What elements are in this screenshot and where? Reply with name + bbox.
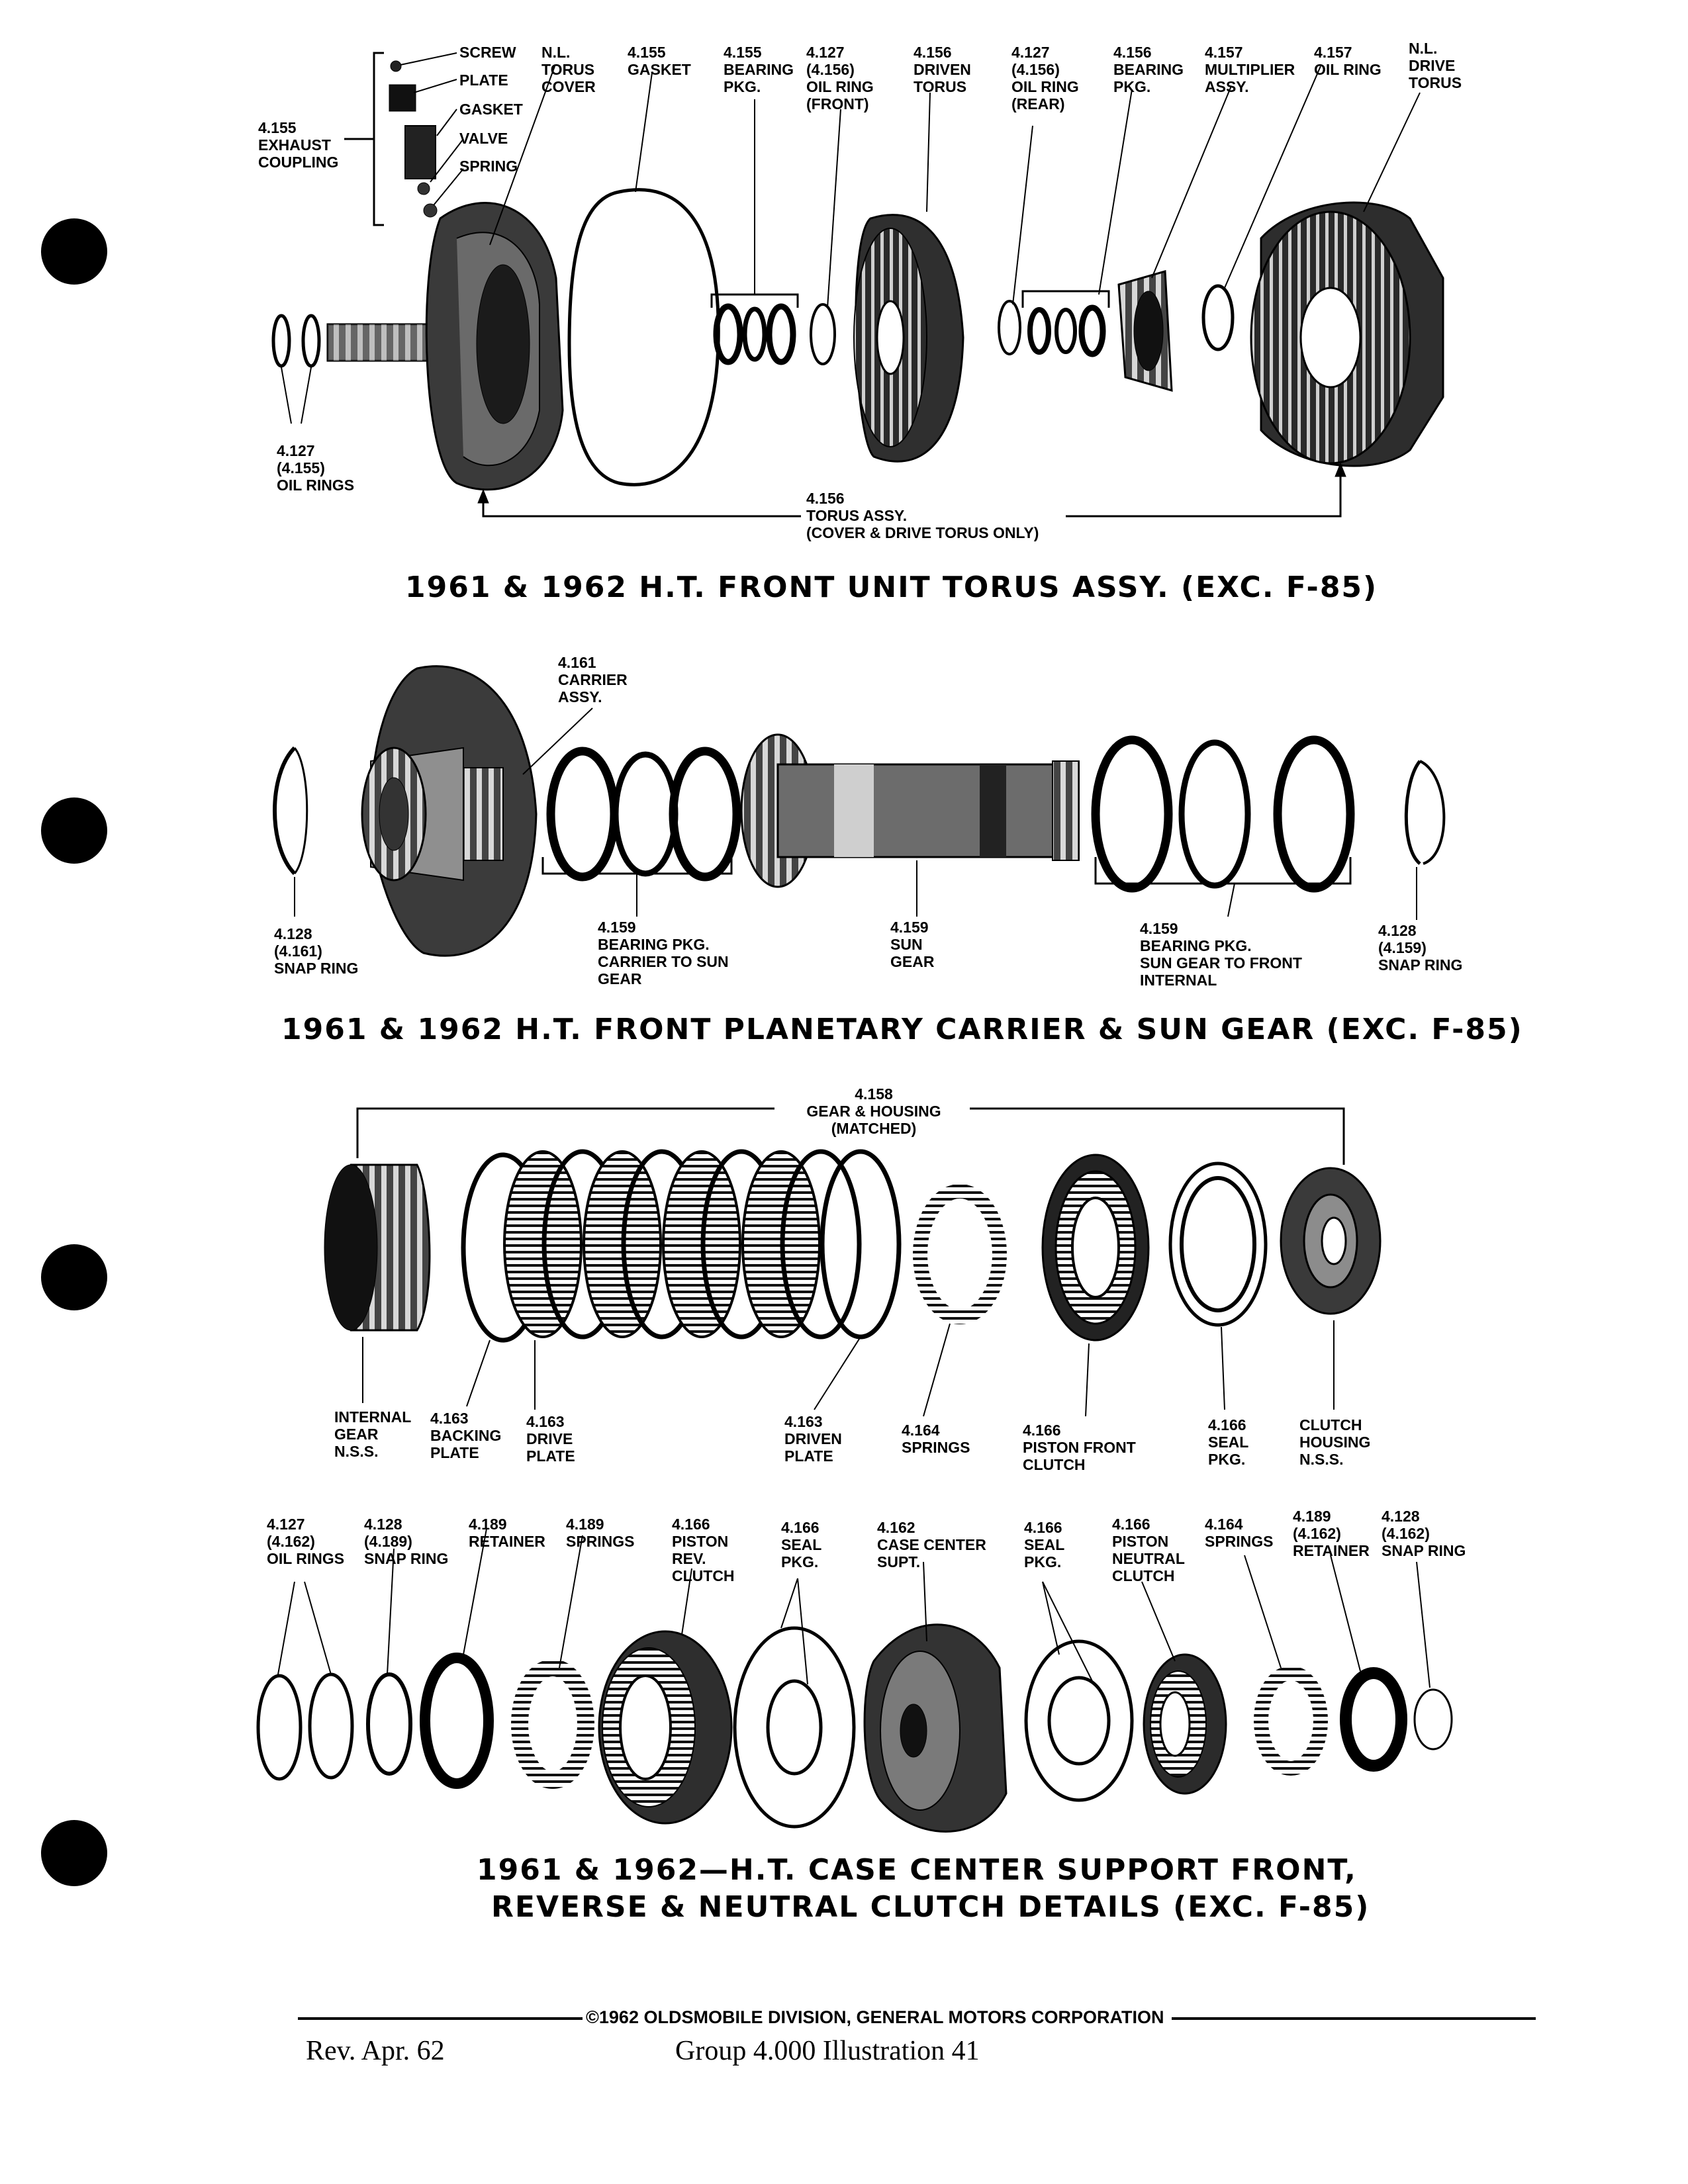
label-snap-ring-left: 4.128(4.161)SNAP RING [274, 925, 359, 977]
label-plate: PLATE [459, 71, 508, 89]
label-oil-ring-front: 4.127(4.156)OIL RING(FRONT) [806, 44, 874, 113]
label-oil-rings-4127: 4.127(4.162)OIL RINGS [267, 1516, 345, 1567]
section3-title-line2: REVERSE & NEUTRAL CLUTCH DETAILS (EXC. F… [491, 1890, 1370, 1924]
label-gasket-small: GASKET [459, 101, 523, 118]
label-oil-rings: 4.127(4.155)OIL RINGS [277, 442, 355, 494]
label-valve: VALVE [459, 130, 508, 147]
section3-lower-drawing [256, 1528, 1453, 1833]
binder-hole [41, 1820, 107, 1886]
binder-hole [41, 1244, 107, 1310]
revision-date: Rev. Apr. 62 [306, 2036, 445, 2066]
section3-title-line1: 1961 & 1962—H.T. CASE CENTER SUPPORT FRO… [477, 1853, 1357, 1887]
section1-drawing [271, 52, 1444, 518]
section2-title: 1961 & 1962 H.T. FRONT PLANETARY CARRIER… [281, 1013, 1523, 1046]
label-screw: SCREW [459, 44, 516, 61]
copyright-notice: ©1962 OLDSMOBILE DIVISION, GENERAL MOTOR… [586, 2007, 1164, 2027]
section3-upper-drawing [324, 1107, 1382, 1417]
group-illustration: Group 4.000 Illustration 41 [675, 2036, 980, 2066]
label-snap-ring-4128a: 4.128(4.189)SNAP RING [364, 1516, 449, 1567]
binder-hole [41, 218, 107, 285]
label-retainer-4189b: 4.189(4.162)RETAINER [1293, 1508, 1370, 1559]
label-oil-ring-rear: 4.127(4.156)OIL RING(REAR) [1011, 44, 1079, 113]
label-snap-ring-right: 4.128(4.159)SNAP RING [1378, 922, 1463, 974]
label-snap-ring-4128b: 4.128(4.162)SNAP RING [1382, 1508, 1466, 1559]
binder-hole [41, 797, 107, 864]
section2-drawing [273, 665, 1446, 957]
label-spring: SPRING [459, 158, 518, 175]
section1-title: 1961 & 1962 H.T. FRONT UNIT TORUS ASSY. … [405, 570, 1378, 604]
